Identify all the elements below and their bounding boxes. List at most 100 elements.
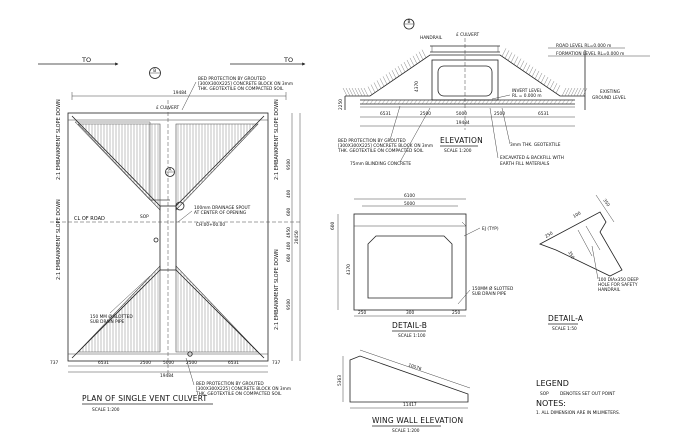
elev-height-box: 4370 — [414, 81, 420, 92]
svg-text:[300X300X225] CONCRETE BLOCK O: [300X300X225] CONCRETE BLOCK ON 3mm — [196, 386, 291, 392]
plan-title: PLAN OF SINGLE VENT CULVERT — [82, 394, 208, 403]
detail-b-ej: EJ (TYP) — [482, 226, 499, 232]
detail-b-subdrain-2: SUB DRAIN PIPE — [472, 291, 507, 297]
invert-level-value: RL = 0.000 m — [512, 93, 542, 99]
detail-b-bottom-1: 250 — [358, 310, 366, 316]
svg-text:6531: 6531 — [98, 360, 109, 366]
svg-text:AT CENTER OF OPENING: AT CENTER OF OPENING — [194, 210, 246, 216]
wing-scale: SCALE 1:200 — [392, 428, 420, 434]
svg-text:100mm DRAINAGE SPOUT: 100mm DRAINAGE SPOUT — [194, 205, 251, 211]
hatch-line — [537, 72, 543, 82]
detail-a-title: DETAIL-A — [548, 314, 584, 323]
detail-a-dim-100: 100 — [572, 210, 582, 219]
svg-text:THK. GEOTEXTILE ON COMPACTED S: THK. GEOTEXTILE ON COMPACTED SOIL — [197, 86, 284, 92]
svg-text:[300X300X225] CONCRETE BLOCK O: [300X300X225] CONCRETE BLOCK ON 3mm — [338, 143, 433, 149]
hatch-line — [405, 99, 410, 105]
plan-culvert-label: £ CULVERT — [156, 105, 179, 111]
elev-embankment — [345, 54, 585, 97]
legend: LEGEND SOP DENOTES SET OUT POINT NOTES: … — [536, 379, 620, 416]
hatch-line — [351, 87, 357, 97]
hatch-line — [509, 99, 514, 105]
cl-road-label: CL OF ROAD — [74, 216, 105, 222]
hatch-line — [543, 76, 549, 86]
svg-text:[300X300X225] CONCRETE BLOCK O: [300X300X225] CONCRETE BLOCK ON 3mm — [198, 81, 293, 87]
hatch-line — [564, 87, 570, 97]
hatch-line — [433, 99, 438, 105]
svg-text:400: 400 — [286, 242, 292, 250]
hatch-line — [397, 99, 402, 105]
hatch-line — [421, 99, 426, 105]
hatch-line — [557, 99, 562, 105]
hatch-line — [412, 55, 418, 64]
svg-text:600: 600 — [286, 208, 292, 216]
svg-text:4950: 4950 — [286, 227, 292, 238]
svg-text:19484: 19484 — [173, 90, 187, 96]
hatch-line — [409, 57, 415, 67]
hatch-line — [579, 87, 585, 97]
hatch-line — [553, 99, 558, 105]
hatch-line — [363, 87, 369, 97]
slope-label-left: 2:1 EMBANKMENT SLOPE DOWN — [56, 199, 62, 280]
svg-text:A: A — [169, 167, 172, 173]
hatch-line — [537, 99, 542, 105]
hatch-line — [445, 99, 450, 105]
hatch-line — [489, 99, 494, 105]
wing-slope-dim: 10576 — [407, 362, 422, 372]
hatch-line — [449, 99, 454, 105]
wing-height: 5363 — [337, 375, 343, 386]
svg-text:B: B — [408, 19, 411, 25]
hatch-line — [546, 79, 552, 88]
hatch-line — [406, 59, 412, 69]
section-marker-b-elev: B — [403, 18, 415, 30]
hatch-line — [561, 99, 566, 105]
hatch-line — [513, 56, 519, 65]
existing-ground-label-2: GROUND LEVEL — [592, 95, 626, 101]
hatch-line — [552, 83, 558, 92]
hatch-line — [501, 48, 507, 57]
hatch-line — [501, 99, 506, 105]
hatch-line — [382, 76, 388, 85]
svg-text:BED PROTECTION BY GROUTED: BED PROTECTION BY GROUTED — [196, 381, 264, 387]
hatch-line — [533, 99, 538, 105]
detail-a-scale: SCALE 1:50 — [552, 326, 577, 332]
elev-height-left: 2250 — [338, 99, 344, 110]
road-level-label: ROAD LEVEL RL=0.000 m — [556, 43, 611, 49]
plan-wing-walls — [71, 115, 265, 359]
hatch-line — [370, 84, 376, 93]
svg-text:6531: 6531 — [228, 360, 239, 366]
hatch-line — [555, 85, 561, 94]
hatch-line — [376, 80, 382, 89]
hatch-line — [401, 99, 406, 105]
wing-title: WING WALL ELEVATION — [372, 416, 463, 425]
detail-a-hole-1: 100 DIAx350 DEEP — [598, 277, 639, 283]
detail-b-height: 4370 — [346, 264, 352, 275]
detail-b-opening — [367, 235, 453, 299]
svg-text:737: 737 — [50, 360, 58, 366]
slope-label-left-2: 2:1 EMBANKMENT SLOPE DOWN — [56, 99, 62, 180]
hatch-line — [465, 99, 470, 105]
hatch-line — [381, 99, 386, 105]
hatch-line — [379, 78, 385, 87]
plan-scale: SCALE 1:200 — [92, 407, 120, 413]
svg-text:THK. GEOTEXTILE ON COMPACTED S: THK. GEOTEXTILE ON COMPACTED SOIL — [337, 148, 424, 154]
hatch-line — [519, 60, 525, 69]
wing-wall-shape — [349, 355, 469, 403]
hatch-line — [367, 86, 373, 95]
wing-wall-elevation: 10576 5363 11417 WING WALL ELEVATION SCA… — [337, 349, 471, 434]
hatch-line — [565, 99, 570, 105]
hatch-line — [510, 54, 516, 63]
svg-text:600: 600 — [286, 254, 292, 262]
hatch-line — [516, 58, 522, 67]
svg-text:9500: 9500 — [286, 299, 292, 310]
legend-sop: SOP — [540, 391, 549, 397]
detail-b-side-600: 600 — [330, 222, 336, 230]
plan-subdrain-note: 150 MM Ø SLOTTED SUB DRAIN PIPE — [90, 275, 151, 325]
note-1: 1. ALL DIMENSION ARE IN MILIMETERS. — [536, 410, 620, 416]
hatch-line — [345, 87, 351, 97]
svg-text:5000: 5000 — [163, 360, 174, 366]
section-marker-a-plan: A — [165, 167, 185, 211]
legend-sop-desc: DENOTES SET OUT POINT — [560, 391, 615, 397]
hatch-line — [493, 99, 498, 105]
hatch-line — [413, 99, 418, 105]
